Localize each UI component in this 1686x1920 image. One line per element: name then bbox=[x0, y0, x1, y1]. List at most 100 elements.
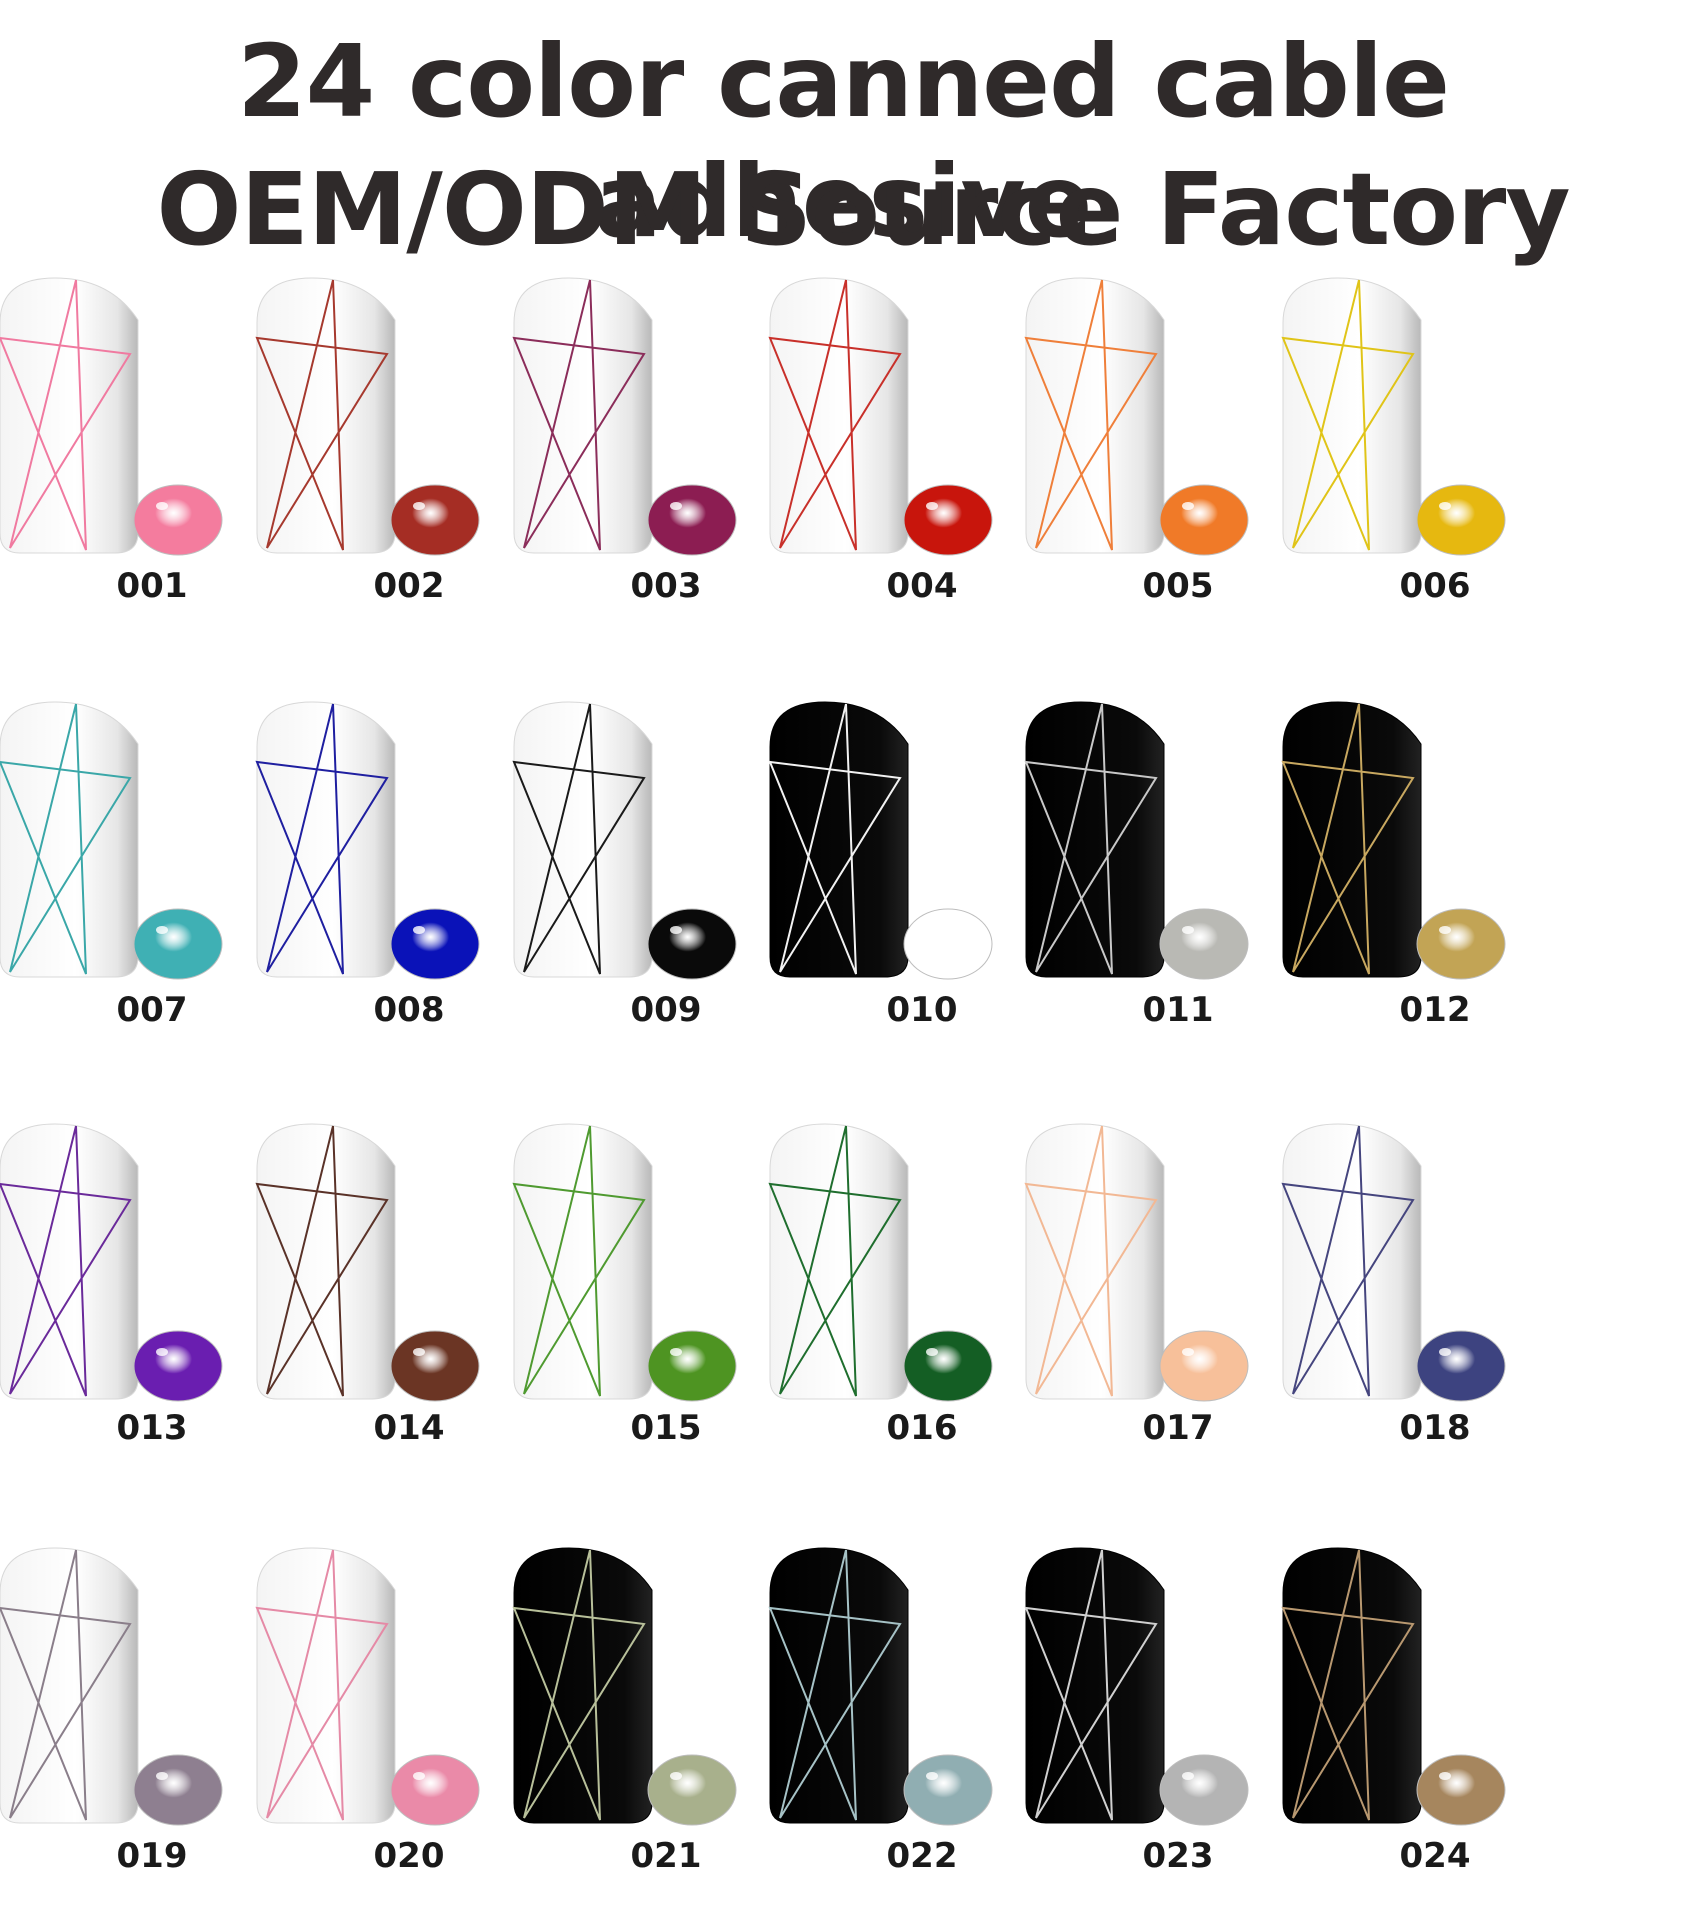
nail-illustration bbox=[512, 701, 737, 980]
color-dot bbox=[390, 908, 480, 980]
color-code-label: 007 bbox=[116, 990, 188, 1030]
star-line bbox=[255, 703, 389, 975]
nail-shape bbox=[0, 277, 139, 554]
swatch-card bbox=[0, 1123, 256, 1464]
color-dot bbox=[1416, 908, 1506, 980]
nail-shape bbox=[769, 277, 909, 554]
star-line bbox=[768, 703, 902, 975]
color-dot-highlight bbox=[670, 1772, 682, 1780]
color-dot bbox=[903, 908, 993, 980]
swatch-card bbox=[0, 277, 256, 618]
color-dot-highlight bbox=[1182, 1348, 1194, 1356]
nail-shape bbox=[769, 701, 909, 978]
nail-illustration bbox=[0, 701, 223, 980]
star-line bbox=[255, 1549, 389, 1821]
nail-illustration bbox=[255, 277, 480, 556]
color-dot-highlight bbox=[926, 1772, 938, 1780]
nail-illustration bbox=[512, 1547, 737, 1826]
star-line bbox=[1024, 703, 1158, 975]
color-code-label: 009 bbox=[630, 990, 702, 1030]
swatch-card bbox=[1281, 1547, 1539, 1888]
color-dot bbox=[647, 908, 737, 980]
nail-shape bbox=[513, 1123, 653, 1400]
star-line bbox=[1281, 1125, 1415, 1397]
color-dot bbox=[1159, 1754, 1249, 1826]
star-line bbox=[768, 279, 902, 551]
star-line bbox=[0, 703, 132, 975]
swatch-card bbox=[255, 1123, 513, 1464]
nail-illustration bbox=[1024, 1547, 1249, 1826]
swatch-card bbox=[768, 1123, 1026, 1464]
color-dot bbox=[1416, 1754, 1506, 1826]
nail-illustration bbox=[255, 1123, 480, 1402]
nail-shape bbox=[256, 701, 396, 978]
color-dot-highlight bbox=[413, 502, 425, 510]
star-line bbox=[1024, 1125, 1158, 1397]
nail-shape bbox=[0, 701, 139, 978]
swatch-card bbox=[512, 277, 770, 618]
nail-shape bbox=[513, 277, 653, 554]
star-line bbox=[1281, 703, 1415, 975]
star-line bbox=[0, 279, 132, 551]
nail-illustration bbox=[0, 277, 223, 556]
swatch-card bbox=[255, 1547, 513, 1888]
color-dot-highlight bbox=[1439, 1348, 1451, 1356]
star-line bbox=[512, 703, 646, 975]
swatch-card bbox=[1281, 277, 1539, 618]
color-code-label: 005 bbox=[1142, 566, 1214, 606]
color-code-label: 017 bbox=[1142, 1408, 1214, 1448]
nail-shape bbox=[769, 1547, 909, 1824]
color-dot-highlight bbox=[1439, 502, 1451, 510]
color-dot bbox=[390, 1330, 480, 1402]
star-line bbox=[255, 279, 389, 551]
nail-shape bbox=[1025, 1123, 1165, 1400]
nail-illustration bbox=[1024, 1123, 1249, 1402]
color-dot-highlight bbox=[670, 1348, 682, 1356]
color-dot bbox=[647, 1330, 737, 1402]
star-line bbox=[768, 1549, 902, 1821]
color-code-label: 010 bbox=[886, 990, 958, 1030]
color-code-label: 013 bbox=[116, 1408, 188, 1448]
nail-shape bbox=[1282, 701, 1422, 978]
nail-shape bbox=[513, 1547, 653, 1824]
color-dot bbox=[133, 1330, 223, 1402]
star-line bbox=[1281, 1549, 1415, 1821]
nail-illustration bbox=[1024, 277, 1249, 556]
nail-illustration bbox=[0, 1123, 223, 1402]
star-line bbox=[255, 1125, 389, 1397]
color-code-label: 018 bbox=[1399, 1408, 1471, 1448]
swatch-card bbox=[0, 701, 256, 1042]
nail-shape bbox=[769, 1123, 909, 1400]
star-line bbox=[512, 1125, 646, 1397]
color-dot-highlight bbox=[413, 926, 425, 934]
color-code-label: 015 bbox=[630, 1408, 702, 1448]
color-dot bbox=[1159, 484, 1249, 556]
page-title-line-2: OEM/ODM Source Factory bbox=[156, 151, 1570, 268]
star-line bbox=[512, 279, 646, 551]
nail-illustration bbox=[512, 277, 737, 556]
color-dot-highlight bbox=[156, 1348, 168, 1356]
star-line bbox=[1024, 1549, 1158, 1821]
swatch-card bbox=[255, 701, 513, 1042]
nail-illustration bbox=[1281, 701, 1506, 980]
swatch-card bbox=[768, 701, 1026, 1042]
nail-illustration bbox=[768, 701, 993, 980]
swatch-card bbox=[1024, 277, 1282, 618]
color-dot bbox=[133, 1754, 223, 1826]
star-line bbox=[768, 1125, 902, 1397]
swatch-card bbox=[768, 277, 1026, 618]
nail-shape bbox=[0, 1123, 139, 1400]
nail-illustration bbox=[768, 1123, 993, 1402]
color-dot-highlight bbox=[413, 1772, 425, 1780]
color-code-label: 024 bbox=[1399, 1836, 1471, 1876]
nail-shape bbox=[1282, 1123, 1422, 1400]
color-code-label: 016 bbox=[886, 1408, 958, 1448]
star-line bbox=[1281, 279, 1415, 551]
color-code-label: 001 bbox=[116, 566, 188, 606]
page-title-line-1: 24 color canned cable adhesive bbox=[237, 23, 1450, 260]
color-dot bbox=[390, 484, 480, 556]
color-code-label: 022 bbox=[886, 1836, 958, 1876]
color-dot-highlight bbox=[1182, 1772, 1194, 1780]
color-code-label: 014 bbox=[373, 1408, 445, 1448]
swatch-card bbox=[512, 701, 770, 1042]
